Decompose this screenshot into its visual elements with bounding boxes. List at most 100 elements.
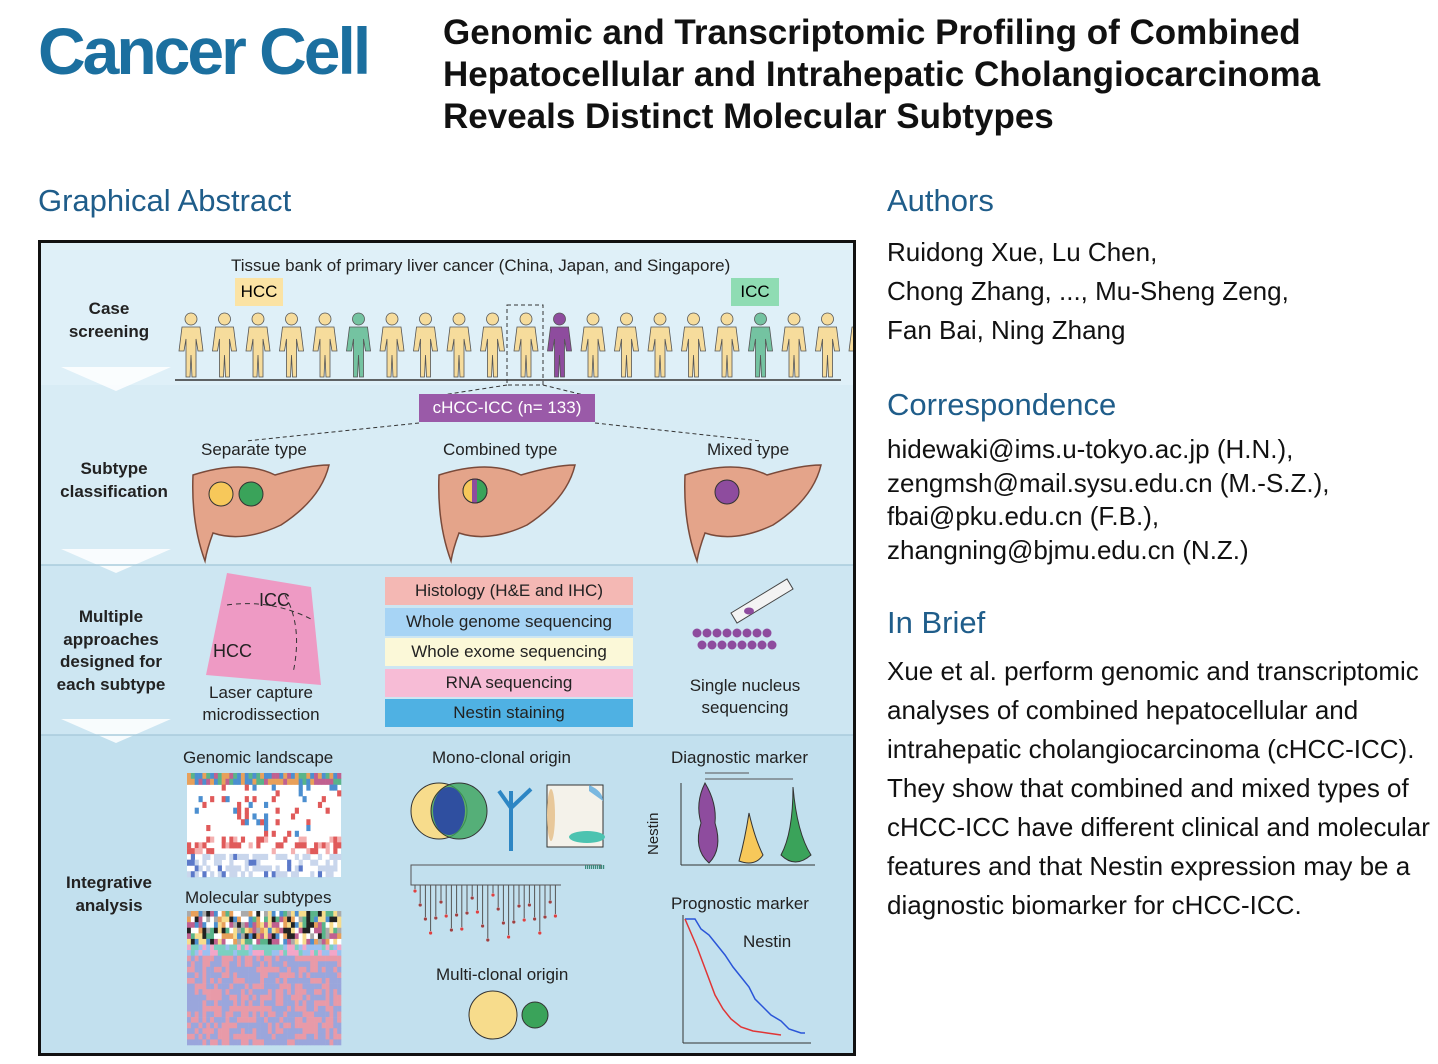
cohort-line	[245, 422, 420, 442]
nucleus-dot	[702, 628, 712, 638]
patient-figure-icon	[178, 312, 204, 378]
nucleus-dot	[757, 640, 767, 650]
clone-plot-blob	[569, 831, 605, 843]
icc-tag: ICC	[731, 278, 779, 306]
correspondence-list: hidewaki@ims.u-tokyo.ac.jp (H.N.), zengm…	[887, 433, 1432, 567]
method-item: RNA sequencing	[385, 668, 633, 697]
km-nestin-label: Nestin	[743, 932, 792, 951]
violin-axis-label: Nestin	[645, 812, 662, 855]
method-item: Histology (H&E and IHC)	[385, 577, 633, 605]
patient-figure-icon	[413, 312, 438, 378]
graphical-abstract-heading: Graphical Abstract	[38, 183, 292, 218]
hcc-tag: HCC	[235, 278, 283, 306]
journal-logo: Cancer Cell	[38, 14, 371, 88]
genomic-landscape-label: Genomic landscape	[183, 748, 334, 767]
tissue-hcc-label: HCC	[213, 641, 252, 661]
multi-clonal-label: Multi-clonal origin	[436, 965, 569, 984]
patient-figure-icon	[714, 312, 740, 378]
patient-figure-icon	[379, 312, 405, 378]
mixed-type-label: Mixed type	[707, 440, 790, 459]
in-brief-text: Xue et al. perform genomic and transcrip…	[887, 656, 1430, 920]
row-label-screening: Case screening	[68, 299, 150, 341]
patient-figure-icon	[513, 312, 539, 378]
patient-figure-icon	[480, 312, 505, 378]
diagnostic-marker-label: Diagnostic marker	[671, 748, 808, 767]
patient-figure-icon	[748, 312, 773, 378]
prognostic-marker-label: Prognostic marker	[671, 894, 809, 913]
nucleus-dot	[747, 640, 757, 650]
email-link[interactable]: zengmsh@mail.sysu.edu.cn (M.-S.Z.),	[887, 467, 1330, 498]
row-label-approaches: Multiple approaches designed for each su…	[56, 607, 166, 694]
phylogenetic-tree	[410, 864, 605, 942]
multi-clone-icc	[521, 1001, 549, 1029]
multi-clone-hcc	[468, 990, 518, 1040]
venn-overlap	[433, 787, 465, 835]
selection-box	[506, 304, 544, 386]
article-title: Genomic and Transcriptomic Profiling of …	[443, 13, 1321, 136]
nucleus-dot	[712, 628, 722, 638]
patient-figure-icon	[815, 312, 840, 378]
violin-chcc	[697, 781, 719, 864]
liver-icon	[192, 464, 330, 564]
patient-figure-icon	[279, 312, 304, 378]
nucleus-dot	[707, 640, 717, 650]
method-item: Nestin staining	[385, 699, 633, 727]
patient-figure-icon	[346, 312, 371, 378]
nucleus-dot	[727, 640, 737, 650]
email-link[interactable]: zhangning@bjmu.edu.cn (N.Z.)	[887, 534, 1249, 565]
liver-icon	[438, 464, 576, 564]
nucleus-dot	[762, 628, 772, 638]
cohort-badge: cHCC-ICC (n= 133)	[419, 394, 595, 422]
patient-figures	[178, 312, 853, 378]
liver-icon	[684, 464, 822, 564]
km-curve-low	[684, 918, 782, 1036]
laser-capture-caption: Laser capture microdissection	[202, 683, 320, 724]
patient-figure-icon	[312, 312, 338, 378]
author-line: Fan Bai, Ning Zhang	[887, 315, 1126, 345]
heatmaps	[187, 773, 342, 1046]
method-item: Whole genome sequencing	[385, 607, 633, 636]
patient-figure-icon	[848, 326, 853, 352]
nucleus-dot	[697, 640, 707, 650]
nucleus-dot	[722, 628, 732, 638]
nucleus-dot	[752, 628, 762, 638]
email-link[interactable]: hidewaki@ims.u-tokyo.ac.jp (H.N.),	[887, 434, 1294, 464]
patient-figure-icon	[647, 312, 673, 378]
clone-plot-blob	[589, 785, 603, 801]
nucleus-dot	[767, 640, 777, 650]
patient-figure-icon	[580, 312, 606, 378]
nucleus-dot	[737, 640, 747, 650]
patient-figure-icon	[781, 312, 807, 378]
pipette-icon	[692, 578, 794, 650]
graphical-abstract: Case screening Subtype classification Mu…	[38, 240, 856, 1056]
row-label-subtype: Subtype classification	[60, 459, 168, 501]
clone-plot-blob	[547, 789, 555, 841]
tissue-cut-line	[284, 594, 298, 674]
patient-figure-icon	[446, 312, 472, 378]
correspondence-heading: Correspondence	[887, 387, 1117, 422]
nucleus-dot	[717, 640, 727, 650]
tissue-section-icon	[206, 573, 321, 685]
nucleus-dot	[692, 628, 702, 638]
patient-figure-icon	[245, 312, 271, 378]
patient-figure-icon	[681, 312, 706, 378]
flow-arrow	[61, 719, 171, 743]
tissue-bank-caption: Tissue bank of primary liver cancer (Chi…	[231, 256, 731, 275]
method-item: Whole exome sequencing	[385, 638, 633, 666]
email-link[interactable]: fbai@pku.edu.cn (F.B.),	[887, 501, 1160, 531]
patient-figure-icon	[212, 312, 237, 378]
nucleus-dot	[732, 628, 742, 638]
violin-plot	[680, 772, 815, 866]
single-nucleus-caption: Single nucleus sequencing	[689, 676, 801, 717]
combined-type-label: Combined type	[443, 440, 558, 459]
liver-drawings	[192, 464, 822, 564]
mono-clonal-label: Mono-clonal origin	[432, 748, 571, 767]
author-line: Chong Zhang, ..., Mu-Sheng Zeng,	[887, 276, 1289, 306]
patient-figure-icon	[614, 312, 639, 378]
separate-type-label: Separate type	[201, 440, 307, 459]
clone-tree-icon	[497, 787, 533, 851]
km-curve-high	[685, 918, 805, 1034]
authors-list: Ruidong Xue, Lu Chen, Chong Zhang, ..., …	[887, 233, 1432, 350]
in-brief-heading: In Brief	[887, 605, 986, 640]
violin-hcc	[738, 812, 764, 864]
